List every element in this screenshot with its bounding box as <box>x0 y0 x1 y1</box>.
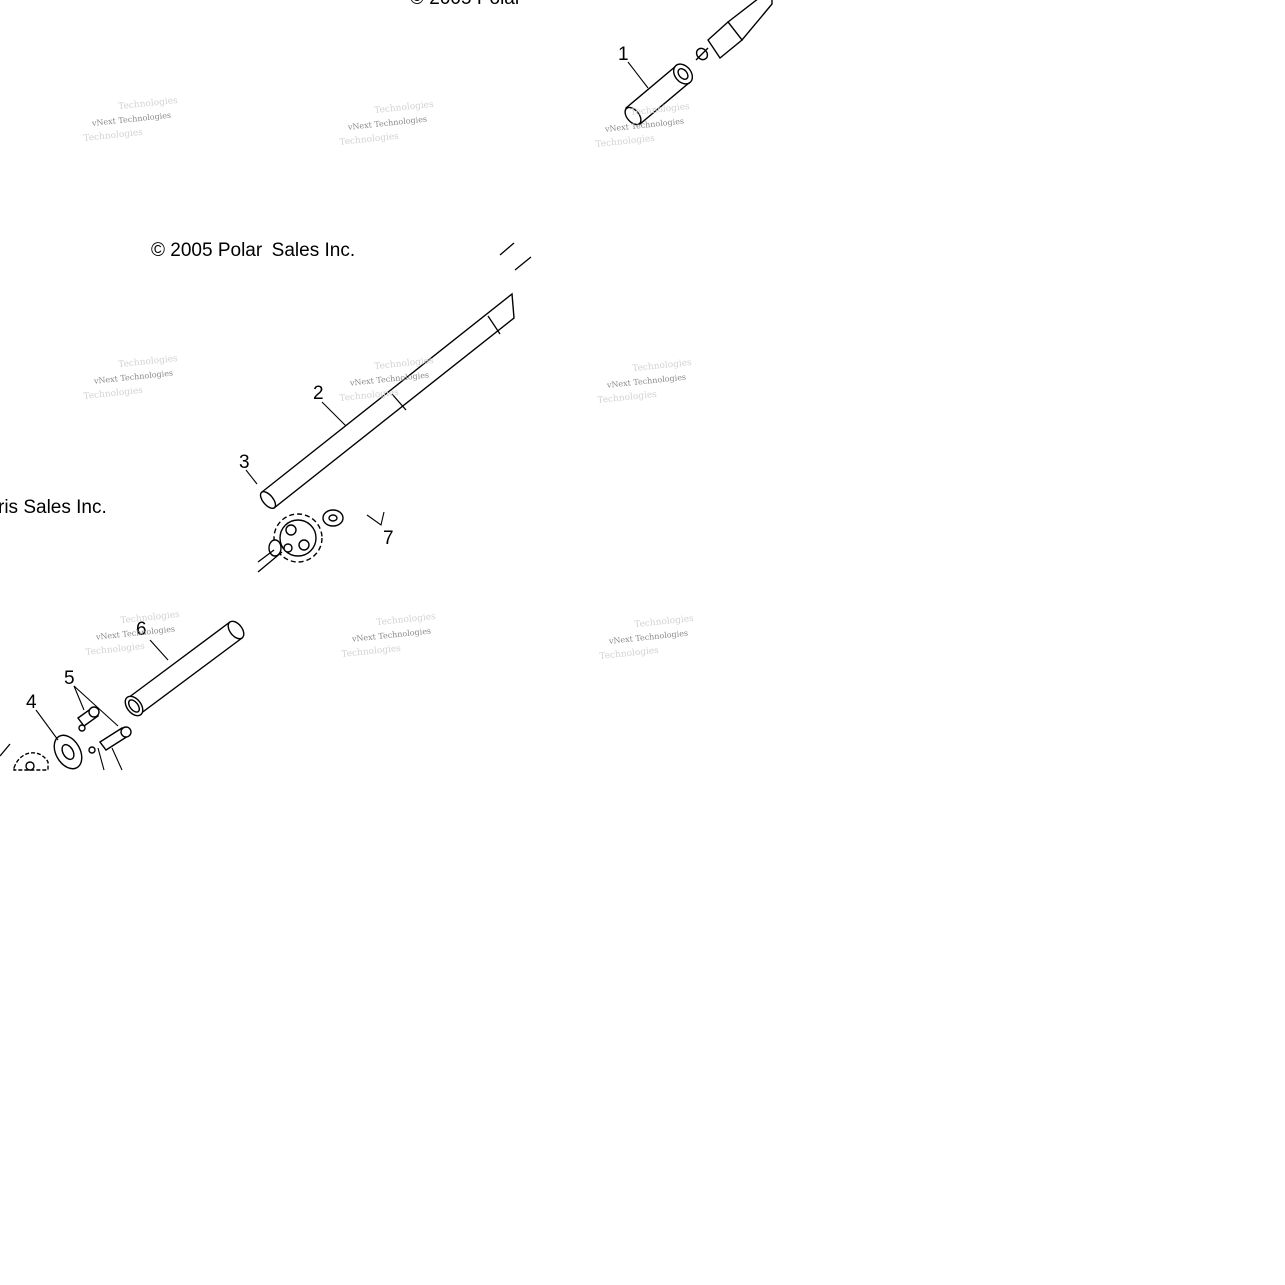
watermark: Technologies Technologies vNext Technolo… <box>339 356 435 404</box>
leader-3 <box>245 469 258 485</box>
svg-text:vNext Technologies: vNext Technologies <box>605 373 686 390</box>
sleeve-part-6 <box>124 620 245 717</box>
svg-text:vNext Technologies: vNext Technologies <box>607 629 688 646</box>
svg-text:Technologies: Technologies <box>376 612 437 628</box>
bearing-flange-part-4 <box>0 734 83 771</box>
svg-text:Technologies: Technologies <box>374 100 435 116</box>
watermark: Technologies Technologies vNext Technolo… <box>339 100 435 148</box>
svg-text:Technologies: Technologies <box>118 96 179 112</box>
copyright-top: © 2005 Polar <box>410 0 522 9</box>
shaft-upper <box>695 0 773 61</box>
svg-text:Technologies: Technologies <box>120 610 181 626</box>
callout-2: 2 <box>313 383 324 404</box>
callout-1: 1 <box>618 44 629 65</box>
svg-text:vNext Technologies: vNext Technologies <box>346 115 427 132</box>
svg-text:Technologies: Technologies <box>339 132 400 148</box>
leader-1 <box>627 61 649 89</box>
callout-3: 3 <box>239 452 250 473</box>
callout-5: 5 <box>64 668 75 689</box>
sleeve-part-1 <box>624 63 694 126</box>
leader-6 <box>149 639 169 661</box>
svg-text:Technologies: Technologies <box>83 128 144 144</box>
drive-shaft-part-2 <box>259 242 532 510</box>
watermark: Technologies Technologies vNext Technolo… <box>83 96 179 144</box>
svg-text:Technologies: Technologies <box>595 134 656 150</box>
watermarks: Technologies Technologies vNext Technolo… <box>83 96 695 662</box>
callout-6: 6 <box>136 619 147 640</box>
copyright-middle: © 2005 Polar Sales Inc. <box>151 240 355 261</box>
watermark: Technologies Technologies vNext Technolo… <box>85 610 181 658</box>
leader-7 <box>366 511 385 526</box>
svg-text:Technologies: Technologies <box>634 614 695 630</box>
svg-text:Technologies: Technologies <box>599 646 660 662</box>
svg-text:Technologies: Technologies <box>341 644 402 660</box>
svg-text:Technologies: Technologies <box>597 390 658 406</box>
bolts-part-5 <box>77 706 132 754</box>
watermark: Technologies Technologies vNext Technolo… <box>599 614 695 662</box>
leader-2 <box>321 401 347 427</box>
svg-text:Technologies: Technologies <box>118 354 179 370</box>
svg-text:vNext Technologies: vNext Technologies <box>92 368 173 385</box>
svg-text:Technologies: Technologies <box>83 386 144 402</box>
callout-7: 7 <box>383 528 394 549</box>
sprocket-assembly <box>257 509 344 573</box>
watermark: Technologies Technologies vNext Technolo… <box>341 612 437 660</box>
watermark: Technologies Technologies vNext Technolo… <box>595 102 691 150</box>
svg-text:vNext Technologies: vNext Technologies <box>350 626 431 643</box>
watermark: Technologies Technologies vNext Technolo… <box>597 358 693 406</box>
watermark: Technologies Technologies vNext Technolo… <box>83 354 179 402</box>
leader-5 <box>73 685 123 771</box>
copyright-left: ris Sales Inc. <box>0 497 107 518</box>
callout-4: 4 <box>26 692 37 713</box>
svg-text:vNext Technologies: vNext Technologies <box>94 624 175 641</box>
leader-4 <box>35 709 59 741</box>
svg-text:vNext Technologies: vNext Technologies <box>90 111 171 128</box>
svg-text:Technologies: Technologies <box>85 642 146 658</box>
svg-text:Technologies: Technologies <box>632 358 693 374</box>
